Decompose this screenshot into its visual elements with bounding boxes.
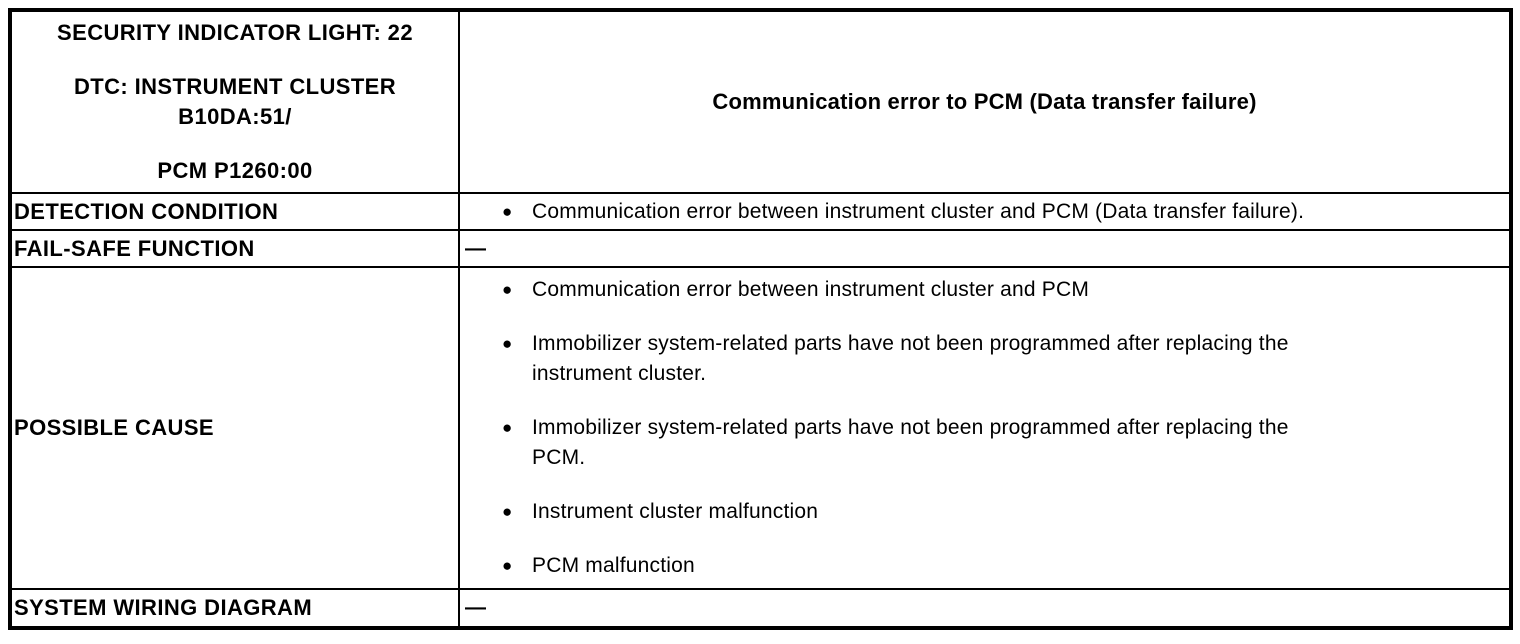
bullet-item: ● Immobilizer system-related parts have … [460, 413, 1509, 473]
pcm-code-text: PCM P1260:00 [157, 158, 313, 183]
dash-value: — [465, 236, 487, 260]
row-label-fail-safe-function: FAIL-SAFE FUNCTION [12, 231, 460, 266]
bullet-marker: ● [502, 556, 513, 575]
dash-value: — [465, 596, 487, 619]
dtc-troubleshooting-table: SECURITY INDICATOR LIGHT: 22 DTC: INSTRU… [8, 8, 1513, 630]
bullet-item: ● Communication error between instrument… [460, 197, 1509, 227]
possible-cause-list: ● Communication error between instrument… [460, 268, 1509, 588]
bullet-marker: ● [502, 280, 513, 299]
bullet-text: Communication error between instrument c… [532, 278, 1090, 301]
detection-condition-cell: ● Communication error between instrument… [460, 194, 1509, 229]
bullet-item: ● PCM malfunction [460, 551, 1509, 581]
dtc-instrument-cluster-text: DTC: INSTRUMENT CLUSTER B10DA:51/ [73, 74, 397, 129]
table-row-possible-cause: POSSIBLE CAUSE ● Communication error bet… [12, 266, 1509, 588]
dtc-description-text: Communication error to PCM (Data transfe… [712, 89, 1257, 114]
bullet-marker: ● [502, 201, 513, 221]
bullet-text: Instrument cluster malfunction [532, 500, 819, 523]
system-wiring-diagram-cell: — [460, 590, 1509, 626]
bullet-marker: ● [502, 334, 513, 353]
table-row-header: SECURITY INDICATOR LIGHT: 22 DTC: INSTRU… [12, 12, 1509, 192]
bullet-text: Immobilizer system-related parts have no… [532, 332, 1289, 385]
bullet-item: ● Immobilizer system-related parts have … [460, 329, 1509, 389]
possible-cause-cell: ● Communication error between instrument… [460, 268, 1509, 588]
table-row-system-wiring-diagram: SYSTEM WIRING DIAGRAM — [12, 588, 1509, 626]
bullet-item: ● Instrument cluster malfunction [460, 497, 1509, 527]
table-row-fail-safe-function: FAIL-SAFE FUNCTION — [12, 229, 1509, 266]
bullet-item: ● Communication error between instrument… [460, 275, 1509, 305]
dtc-description-cell: Communication error to PCM (Data transfe… [460, 12, 1509, 192]
security-indicator-light-text: SECURITY INDICATOR LIGHT: 22 [57, 20, 413, 45]
row-label-detection-condition: DETECTION CONDITION [12, 194, 460, 229]
bullet-text: Communication error between instrument c… [532, 199, 1305, 223]
bullet-text: PCM malfunction [532, 554, 695, 577]
dtc-code-cell: SECURITY INDICATOR LIGHT: 22 DTC: INSTRU… [12, 12, 460, 192]
row-label-system-wiring-diagram: SYSTEM WIRING DIAGRAM [12, 590, 460, 626]
bullet-marker: ● [502, 502, 513, 521]
bullet-text: Immobilizer system-related parts have no… [532, 416, 1289, 469]
detection-condition-list: ● Communication error between instrument… [460, 194, 1509, 229]
bullet-marker: ● [502, 418, 513, 437]
fail-safe-function-cell: — [460, 231, 1509, 266]
table-row-detection-condition: DETECTION CONDITION ● Communication erro… [12, 192, 1509, 229]
row-label-possible-cause: POSSIBLE CAUSE [12, 268, 460, 588]
